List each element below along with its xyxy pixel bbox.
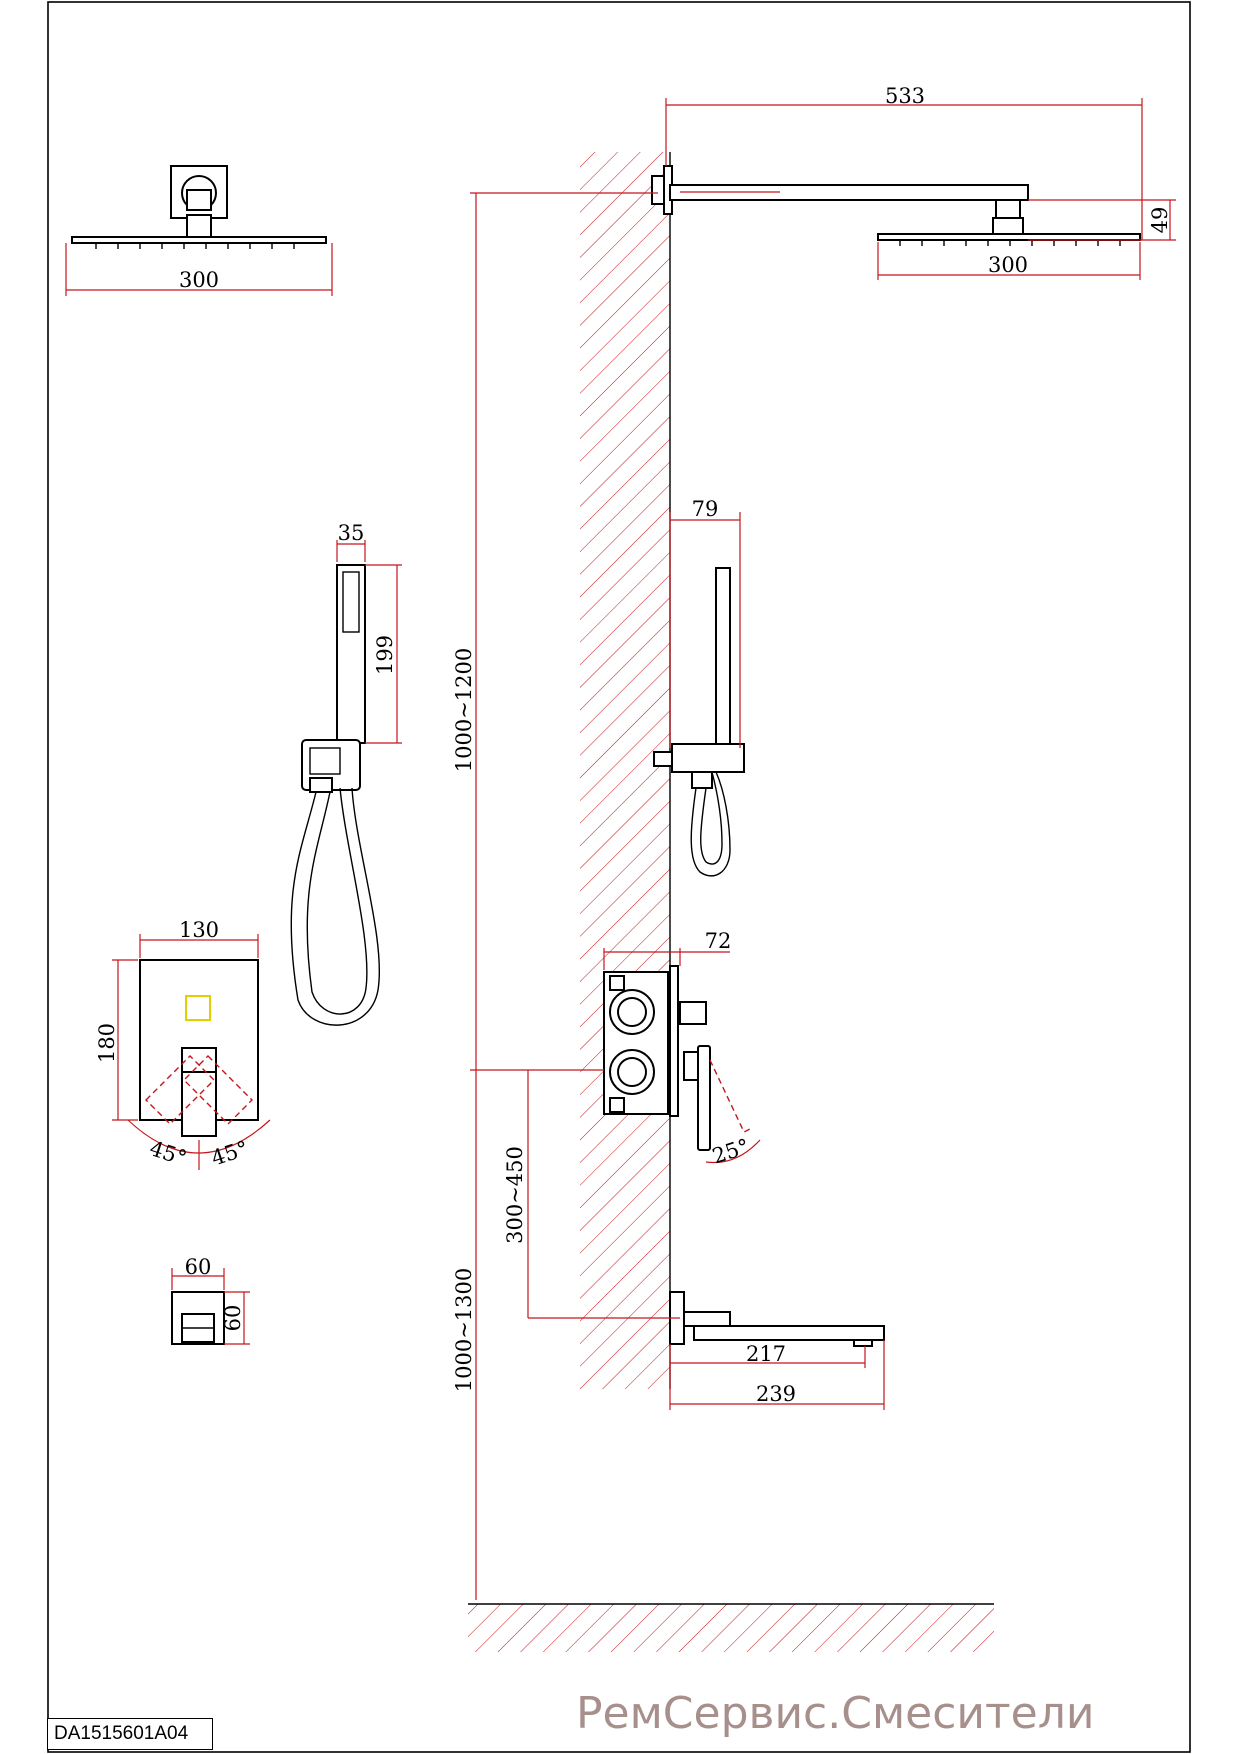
control-box-side-view: [603, 948, 761, 1164]
hand-shower-front-view: [290, 540, 402, 1026]
shower-arm-side-view: [651, 98, 1176, 280]
drawing-code-box: DA1515601A04: [47, 1718, 213, 1750]
dim-control-box-depth: 72: [705, 929, 732, 953]
dim-lever-angle-right: 45°: [208, 1136, 251, 1170]
dim-hand-shower-height: 199: [373, 635, 397, 675]
drawing-code: DA1515601A04: [54, 1723, 189, 1744]
dim-spout-length: 239: [756, 1382, 796, 1406]
dim-spout-offset-range: 300~450: [503, 1146, 527, 1244]
dim-diverter-height: 60: [221, 1305, 245, 1332]
dim-shower-head-height: 49: [1148, 207, 1172, 234]
dim-hand-shower-projection: 79: [692, 497, 719, 521]
dim-control-plate-height: 180: [95, 1023, 119, 1063]
dim-head-height-range: 1000~1200: [452, 648, 476, 772]
dim-control-plate-width: 130: [179, 918, 219, 942]
dim-shower-head-width-side: 300: [988, 253, 1028, 277]
floor-section: [468, 1603, 994, 1652]
spout-side-view: [669, 1291, 885, 1410]
dim-diverter-width: 60: [185, 1255, 212, 1279]
dim-shower-arm-length: 533: [885, 84, 925, 108]
watermark: РемСервис.Смесители: [576, 1688, 1095, 1739]
dim-hand-shower-width: 35: [338, 521, 365, 545]
hand-shower-side-view: [653, 512, 745, 877]
dim-lever-angle-left: 45°: [147, 1136, 190, 1170]
dim-shower-head-width-top: 300: [179, 268, 219, 292]
dim-lever-angle-side: 25°: [709, 1134, 752, 1168]
control-plate-front-view: [112, 934, 271, 1170]
drawing-frame: [47, 1, 1191, 1753]
dim-control-height-range: 1000~1300: [452, 1268, 476, 1392]
height-dimension-lines: [470, 192, 680, 1600]
shower-head-front-view: [65, 165, 333, 296]
wall-section: [580, 152, 671, 1389]
spout-front-view: [171, 1268, 250, 1345]
dim-spout-reach: 217: [746, 1342, 786, 1366]
